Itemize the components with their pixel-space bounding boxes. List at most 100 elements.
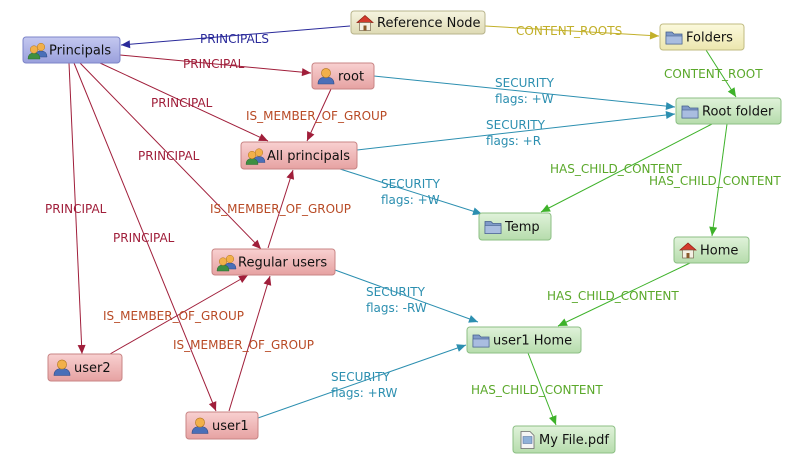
edge-label-line: CONTENT_ROOTS: [516, 24, 622, 38]
edge-label: HAS_CHILD_CONTENT: [547, 289, 679, 303]
node-label: Regular users: [238, 256, 327, 271]
arrowhead-icon: [121, 40, 131, 49]
node-label: Temp: [504, 220, 540, 235]
arrowhead-icon: [258, 133, 268, 141]
edge-label: PRINCIPAL: [151, 96, 213, 110]
edge-rootfolder-to-home: [709, 123, 728, 237]
edge-user2-to-regularusers: [109, 274, 249, 355]
arrowhead-icon: [286, 170, 295, 180]
node-box[interactable]: [675, 97, 782, 125]
node-box[interactable]: [350, 10, 486, 35]
edge-label-line: flags: -RW: [366, 301, 427, 315]
arrowhead-icon: [649, 31, 659, 40]
edge-label-line: flags: +R: [486, 134, 541, 148]
node-label: user1 Home: [493, 334, 572, 349]
edge-label: HAS_CHILD_CONTENT: [471, 383, 603, 397]
edge-label-line: SECURITY: [331, 370, 391, 384]
person-icon: [53, 359, 71, 376]
arrowhead-icon: [468, 315, 478, 323]
edge-line: [540, 123, 713, 213]
edge-allprincipals-to-temp: [339, 168, 483, 216]
edge-label: CONTENT_ROOTS: [516, 24, 622, 38]
folder-icon: [472, 334, 490, 348]
edge-refnode-to-principals: [120, 25, 351, 49]
arrowhead-icon: [709, 226, 718, 236]
node-user2[interactable]: user2: [47, 353, 123, 382]
edge-user1-to-regularusers: [228, 275, 272, 412]
edges-layer: [68, 25, 737, 426]
edge-principals-to-regularusers: [79, 62, 262, 250]
edge-line: [73, 62, 217, 412]
edge-label-line: PRINCIPAL: [151, 96, 213, 110]
node-box[interactable]: [240, 141, 358, 170]
arrowhead-icon: [456, 344, 466, 352]
node-label: root: [338, 70, 364, 85]
node-box[interactable]: [512, 425, 616, 454]
node-label: My File.pdf: [539, 433, 609, 448]
edge-line: [120, 25, 351, 46]
edge-line: [356, 113, 676, 151]
edge-principals-to-allprincipals: [99, 62, 269, 142]
edge-principals-to-root: [119, 54, 312, 77]
node-myfile[interactable]: My File.pdf: [512, 425, 616, 454]
edge-label-line: PRINCIPALS: [200, 32, 269, 46]
edge-user1home-to-myfile: [527, 352, 557, 426]
edge-label-line: SECURITY: [486, 118, 546, 132]
edge-label-line: PRINCIPAL: [45, 202, 107, 216]
edge-line: [339, 168, 483, 215]
arrowhead-icon: [307, 131, 315, 141]
node-label: Home: [700, 244, 738, 259]
edge-label: PRINCIPAL: [138, 149, 200, 163]
edge-label-line: HAS_CHILD_CONTENT: [550, 162, 682, 176]
arrowhead-icon: [263, 276, 272, 286]
edge-line: [68, 62, 83, 355]
edge-rootfolder-to-temp: [540, 123, 713, 213]
node-label: user2: [74, 361, 111, 376]
edge-label: PRINCIPAL: [45, 202, 107, 216]
edge-label-line: CONTENT_ROOT: [664, 67, 763, 81]
node-home[interactable]: Home: [673, 236, 750, 264]
node-label: All principals: [267, 149, 350, 164]
node-temp[interactable]: Temp: [478, 212, 552, 241]
edge-user1-to-user1home: [257, 344, 467, 419]
edge-line: [99, 62, 269, 142]
folder-icon: [484, 221, 502, 234]
node-box[interactable]: [211, 248, 336, 276]
node-principals[interactable]: Principals: [22, 36, 121, 64]
edge-label-line: PRINCIPAL: [138, 149, 200, 163]
arrowhead-icon: [251, 239, 261, 249]
node-refnode[interactable]: Reference Node: [350, 10, 486, 35]
edge-label: HAS_CHILD_CONTENT: [649, 174, 781, 188]
arrowhead-icon: [472, 207, 482, 216]
node-root[interactable]: root: [311, 62, 375, 90]
node-rootfolder[interactable]: Root folder: [675, 97, 782, 125]
edge-line: [527, 352, 557, 426]
edge-label-line: HAS_CHILD_CONTENT: [649, 174, 781, 188]
node-allprincipals[interactable]: All principals: [240, 141, 358, 170]
node-user1home[interactable]: user1 Home: [466, 326, 582, 354]
node-box[interactable]: [466, 326, 582, 354]
edge-label: HAS_CHILD_CONTENT: [550, 162, 682, 176]
edge-root-to-allprincipals: [306, 88, 332, 142]
edge-line: [373, 75, 676, 108]
node-folders[interactable]: Folders: [659, 23, 745, 51]
arrowhead-icon: [77, 344, 86, 354]
person-icon: [191, 417, 209, 434]
edge-label-line: flags: +RW: [331, 386, 398, 400]
node-regularusers[interactable]: Regular users: [211, 248, 336, 276]
group-icon: [216, 254, 237, 272]
edge-allprincipals-to-rootfolder: [356, 111, 676, 151]
node-user1[interactable]: user1: [185, 411, 259, 440]
arrowhead-icon: [665, 102, 675, 111]
node-box[interactable]: [22, 36, 121, 64]
edge-line: [79, 62, 262, 250]
person-icon: [317, 68, 335, 85]
edge-line: [705, 49, 737, 98]
edge-principals-to-user1: [73, 62, 217, 412]
edge-label-line: HAS_CHILD_CONTENT: [547, 289, 679, 303]
edge-label: SECURITY flags: +RW: [331, 370, 398, 400]
